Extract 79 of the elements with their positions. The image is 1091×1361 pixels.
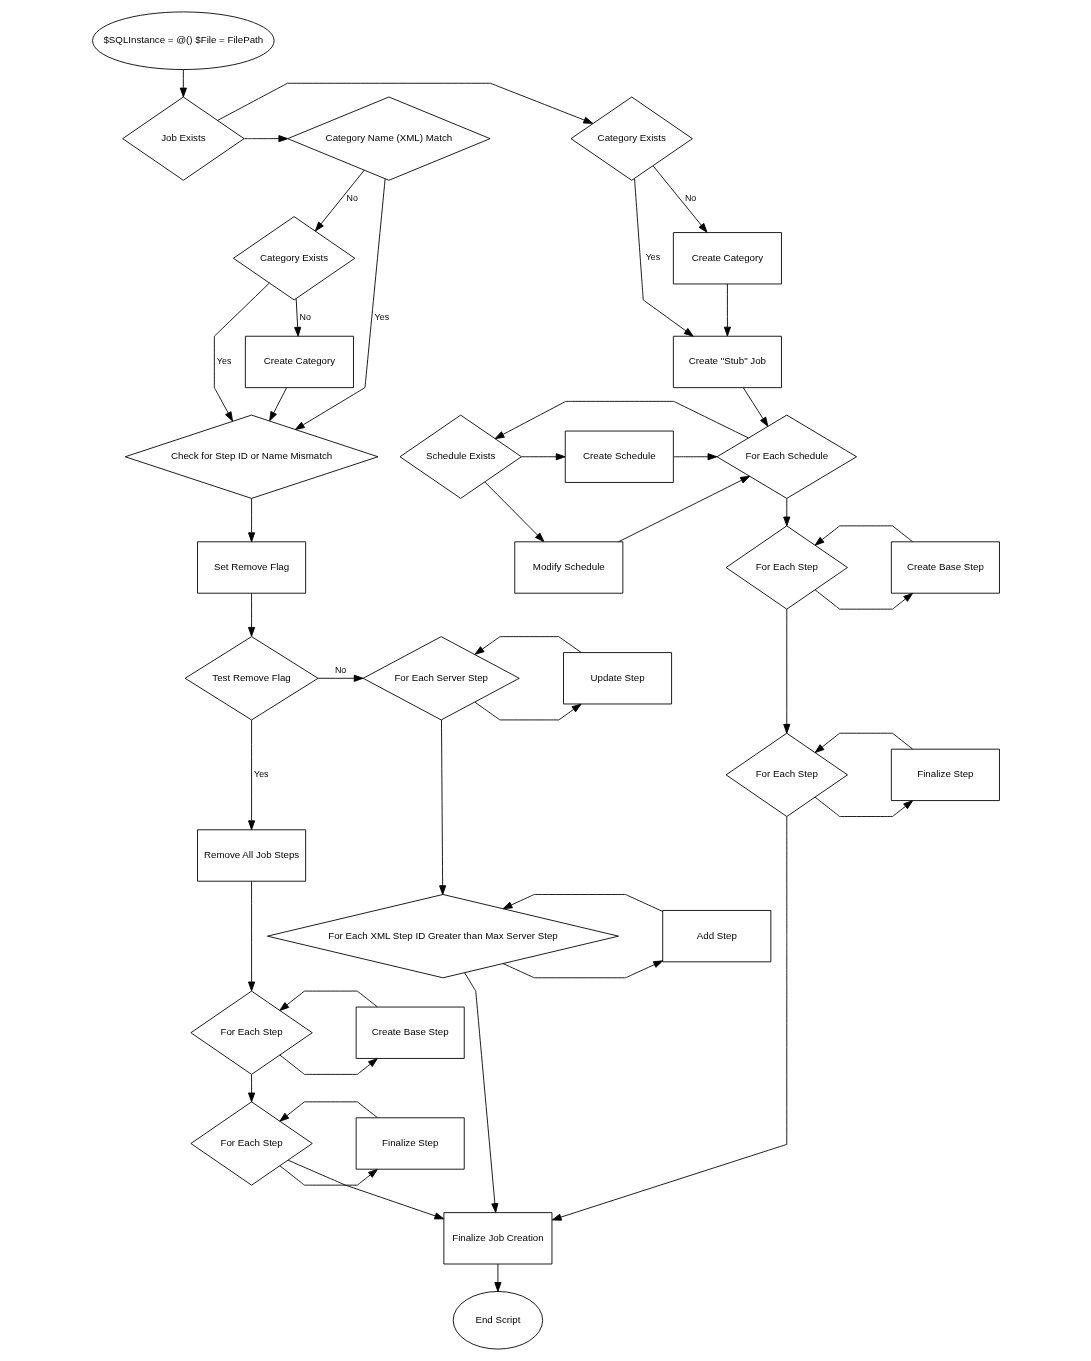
arrow	[314, 169, 365, 232]
node-box: Create Schedule	[564, 430, 674, 483]
arrow	[317, 674, 364, 682]
arrow	[502, 960, 663, 979]
arrow	[742, 387, 768, 427]
arrow	[633, 178, 694, 337]
arrow	[247, 719, 255, 831]
arrow	[213, 282, 270, 422]
node-ellipse: End Script	[452, 1291, 543, 1350]
edge-label: Yes	[645, 252, 660, 263]
arrow	[474, 636, 581, 655]
arrow	[247, 498, 255, 543]
node-box: Update Step	[562, 652, 672, 705]
edge-label: No	[299, 312, 311, 323]
node-box: Create Category	[244, 335, 354, 389]
arrow	[438, 719, 446, 895]
node-diamond: Category Exists	[570, 96, 693, 181]
arrow	[814, 732, 913, 754]
node-diamond: Category Exists	[232, 216, 355, 301]
edge-label: No	[334, 664, 346, 675]
arrow	[243, 135, 288, 143]
arrow	[520, 453, 566, 461]
node-box: Create Base Step	[890, 541, 1000, 594]
node-diamond: Job Exists	[121, 96, 244, 181]
arrow	[494, 400, 749, 440]
node-box: Create Category	[672, 232, 782, 285]
arrow	[216, 82, 593, 124]
node-diamond: For Each Step	[189, 990, 313, 1075]
node-diamond: For Each Server Step	[362, 636, 520, 721]
arrow	[278, 990, 378, 1011]
arrow	[502, 894, 663, 912]
node-box: Finalize Step	[355, 1117, 465, 1170]
node-diamond: Schedule Exists	[399, 414, 522, 499]
arrow	[278, 1101, 378, 1122]
arrow	[179, 69, 187, 98]
arrow	[474, 701, 581, 721]
node-box: Create "Stub" Job	[672, 335, 782, 389]
arrow	[247, 592, 255, 637]
arrow	[652, 165, 707, 233]
arrow	[463, 972, 498, 1213]
arrow	[551, 816, 787, 1221]
arrow	[723, 283, 731, 337]
arrow	[293, 298, 301, 337]
node-box: Add Step	[661, 910, 771, 963]
arrow	[287, 1159, 444, 1220]
edge-label: Yes	[216, 356, 231, 367]
edge-label: Yes	[253, 769, 269, 780]
edge-label: No	[684, 192, 696, 203]
node-box: Set Remove Flag	[196, 541, 306, 594]
node-ellipse: $SQLInstance = @() $File = FilePath	[91, 11, 275, 70]
edge-label: No	[345, 192, 358, 203]
arrow	[278, 1165, 378, 1186]
node-box: Modify Schedule	[513, 541, 623, 594]
arrow	[493, 1263, 501, 1292]
edge-label: Yes	[374, 312, 389, 323]
arrow	[247, 881, 255, 992]
arrow	[268, 387, 287, 422]
node-diamond: For Each Step	[189, 1101, 313, 1186]
node-diamond: For Each Step	[725, 525, 848, 610]
node-box: Finalize Step	[890, 748, 1000, 801]
node-diamond: Check for Step ID or Name Mismatch	[124, 414, 378, 499]
node-box: Finalize Job Creation	[442, 1212, 552, 1265]
arrow	[814, 525, 913, 546]
node-box: Remove All Job Steps	[196, 829, 306, 882]
node-diamond: Category Name (XML) Match	[286, 96, 491, 181]
arrow	[247, 1074, 255, 1103]
arrow	[782, 498, 790, 527]
arrow	[814, 589, 913, 610]
arrow	[782, 608, 790, 734]
node-diamond: For Each XML Step ID Greater than Max Server Step	[266, 894, 619, 979]
arrow	[672, 453, 717, 461]
arrow	[484, 481, 544, 542]
arrow	[294, 178, 386, 430]
arrow	[617, 475, 750, 543]
node-diamond: For Each Step	[725, 732, 848, 817]
arrow	[278, 1054, 378, 1075]
arrow	[814, 796, 913, 817]
node-box: Create Base Step	[355, 1006, 465, 1059]
node-diamond: Test Remove Flag	[184, 636, 318, 721]
